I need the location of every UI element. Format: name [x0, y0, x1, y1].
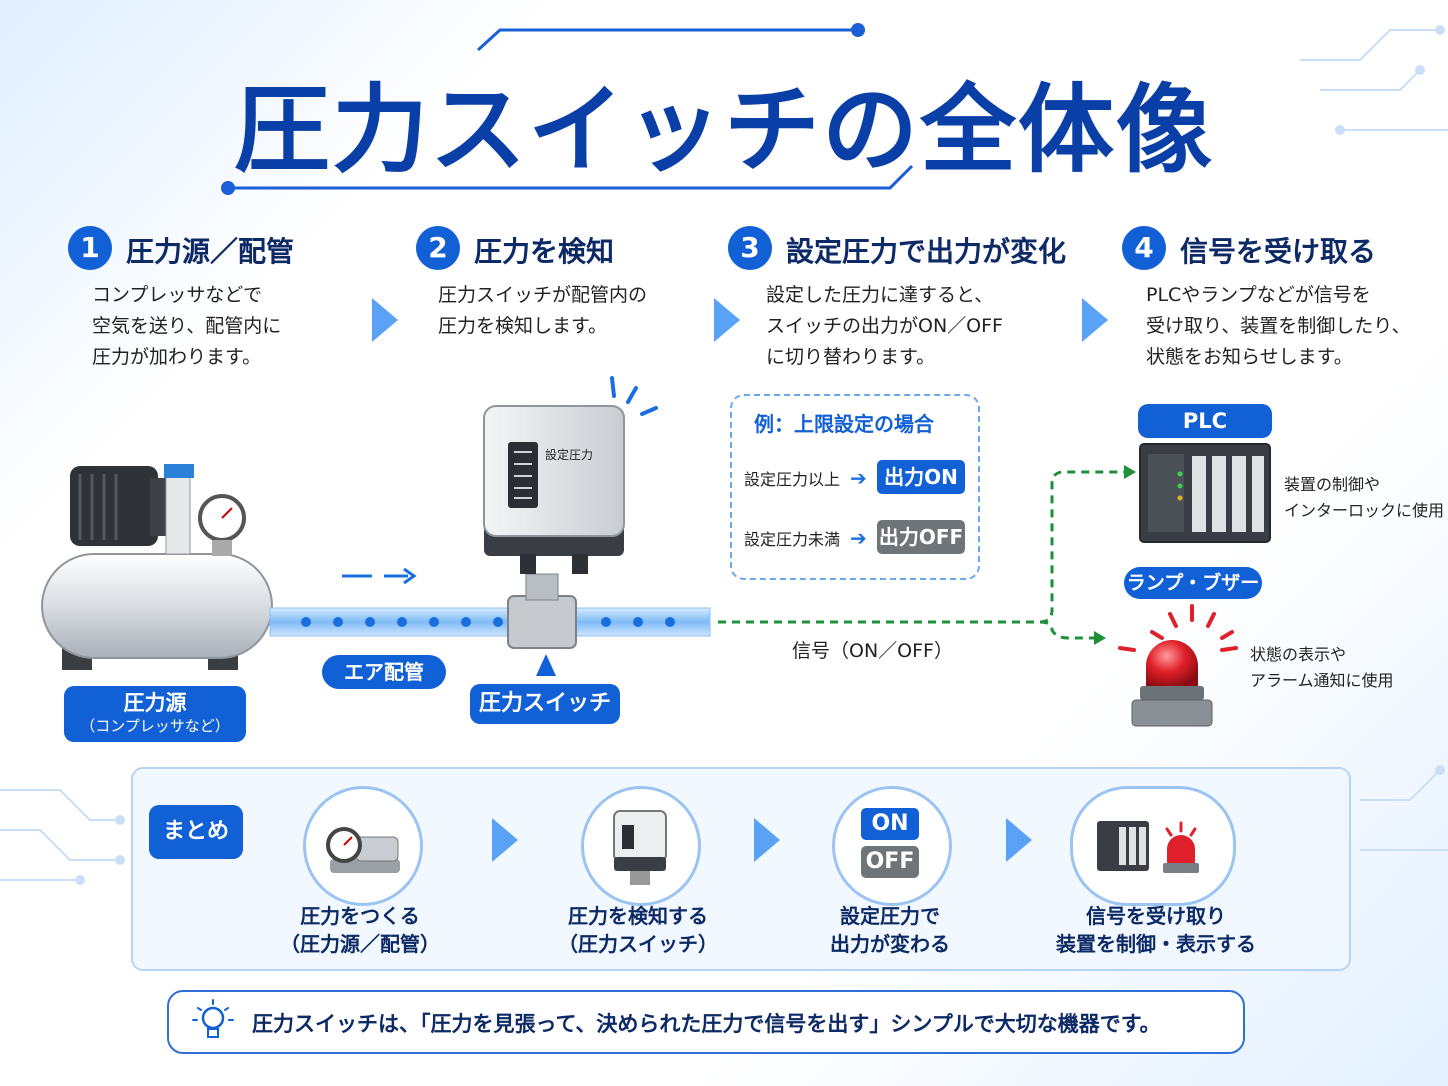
pressure-switch-label: 圧力スイッチ: [470, 684, 620, 724]
step-1-description: コンプレッサなどで 空気を送り、配管内に 圧力が加わります。: [92, 284, 282, 368]
plc-label: PLC: [1138, 404, 1272, 438]
summary-heading: まとめ: [149, 805, 243, 859]
output-on-badge: 出力ON: [877, 460, 965, 494]
example-title: 例：上限設定の場合: [754, 412, 934, 436]
example-row-1-label: 設定圧力以上: [744, 470, 841, 489]
summary-arrow-1-icon: [492, 818, 518, 862]
pressure-source-title: 圧力源: [123, 691, 187, 715]
switch-panel-label: 設定圧力: [545, 448, 594, 462]
arrow-right-icon: ➔: [850, 466, 867, 490]
summary-item-4-label: 信号を受け取り 装置を制御・表示する: [1056, 904, 1256, 956]
step-arrow-2-icon: [714, 298, 740, 342]
lamp-description: 状態の表示や アラーム通知に使用: [1250, 645, 1394, 690]
step-4-number: 4: [1122, 226, 1166, 270]
step-2-number: 2: [416, 226, 460, 270]
pressure-switch-icon: [483, 376, 658, 676]
footer-note: 圧力スイッチは、「圧力を見張って、決められた圧力で信号を出す」シンプルで大切な機…: [252, 1012, 1161, 1036]
summary-item-1-label: 圧力をつくる （圧力源／配管）: [280, 904, 440, 956]
step-1-title: 圧力源／配管: [126, 235, 295, 268]
pressure-source-subtitle: （コンプレッサなど）: [80, 717, 230, 735]
step-2-description: 圧力スイッチが配管内の 圧力を検知します。: [438, 284, 648, 337]
pressure-switch-icon: [613, 810, 667, 885]
arrow-right-icon: ➔: [850, 526, 867, 550]
compressor-icon: [326, 827, 400, 873]
page-title: 圧力スイッチの全体像: [234, 74, 1214, 186]
output-off-badge: 出力OFF: [877, 520, 965, 554]
summary-item-2-label: 圧力を検知する （圧力スイッチ）: [558, 904, 718, 956]
compressor-icon: [41, 464, 273, 670]
step-2-title: 圧力を検知: [474, 235, 615, 268]
footer-note-box: [167, 990, 1245, 1054]
air-pipe-label: エア配管: [322, 655, 446, 689]
summary-item-1-circle: [303, 786, 423, 906]
step-4-title: 信号を受け取る: [1180, 235, 1377, 268]
plc-description: 装置の制御や インターロックに使用: [1284, 475, 1445, 520]
step-3-title: 設定圧力で出力が変化: [786, 235, 1067, 268]
lamp-buzzer-label: ランプ・ブザー: [1124, 567, 1262, 599]
summary-on-badge: ON: [861, 808, 919, 840]
step-arrow-3-icon: [1082, 298, 1108, 342]
system-diagram: [41, 376, 1271, 727]
pressure-source-label: 圧力源 （コンプレッサなど）: [64, 686, 246, 742]
summary-item-3-label: 設定圧力で 出力が変わる: [830, 904, 950, 956]
lamp-buzzer-icon: [1118, 604, 1238, 727]
example-row-2-label: 設定圧力未満: [744, 530, 841, 549]
summary-arrow-3-icon: [1006, 818, 1032, 862]
step-3-description: 設定した圧力に達すると、 スイッチの出力がON／OFF に切り替わります。: [766, 284, 1003, 368]
lightbulb-icon: [192, 999, 234, 1038]
summary-item-2-circle: [581, 786, 701, 906]
signal-label: 信号（ON／OFF）: [792, 640, 953, 662]
step-arrow-1-icon: [372, 298, 398, 342]
step-3-number: 3: [728, 226, 772, 270]
step-1-number: 1: [68, 226, 112, 270]
step-4-description: PLCやランプなどが信号を 受け取り、装置を制御したり、 状態をお知らせします。: [1146, 284, 1411, 368]
summary-item-4-circle: [1070, 786, 1236, 906]
plc-icon: [1139, 443, 1271, 543]
plc-lamp-icon: [1097, 821, 1199, 873]
summary-arrow-2-icon: [754, 818, 780, 862]
summary-off-badge: OFF: [861, 846, 919, 878]
